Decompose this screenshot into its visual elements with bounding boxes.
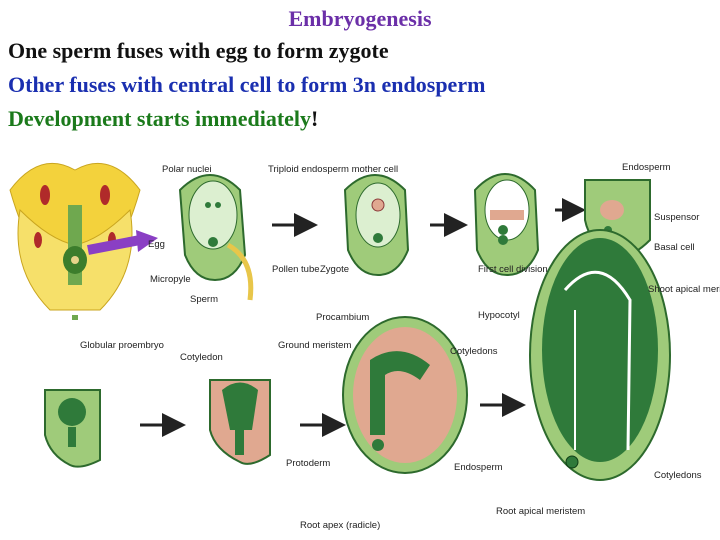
label-root-apical: Root apical meristem [496, 506, 585, 517]
flower-drawing [9, 162, 141, 320]
label-shoot-apical: Shoot apical meristem [648, 284, 720, 295]
line-development-exclamation: ! [311, 106, 319, 131]
label-endosperm-top: Endosperm [622, 162, 671, 173]
seed-mid-stage [342, 316, 468, 474]
label-cotyledons-right: Cotyledons [654, 470, 702, 481]
ovule-stage-2 [343, 174, 410, 277]
label-endosperm-bottom: Endosperm [454, 462, 503, 473]
label-polar-nuclei: Polar nuclei [162, 164, 212, 175]
cotyledon-stage [209, 379, 271, 465]
line-zygote: One sperm fuses with egg to form zygote [8, 38, 389, 63]
embryogenesis-diagram: Polar nuclei Egg Micropyle Sperm Pollen … [9, 162, 720, 531]
label-ground-meristem: Ground meristem [278, 340, 351, 351]
label-procambium: Procambium [316, 312, 369, 323]
label-egg: Egg [148, 239, 165, 250]
label-globular: Globular proembryo [80, 340, 164, 351]
ovule-stage-3 [473, 173, 540, 277]
label-cotyledons-mid: Cotyledons [450, 346, 498, 357]
label-suspensor: Suspensor [654, 212, 699, 223]
label-cotyledon: Cotyledon [180, 352, 223, 363]
label-zygote: Zygote [320, 264, 349, 275]
line-development-text: Development starts immediately [8, 106, 312, 131]
label-basal-cell: Basal cell [654, 242, 695, 253]
ovule-stage-1 [178, 174, 254, 301]
label-first-cell-division: First cell division [478, 264, 548, 275]
flower-to-ovule-arrow [87, 235, 141, 255]
label-triploid: Triploid endosperm mother cell [268, 164, 398, 175]
slide-title: Embryogenesis [288, 6, 432, 31]
label-pollen-tube: Pollen tube [272, 264, 320, 275]
label-hypocotyl: Hypocotyl [478, 310, 520, 321]
line-endosperm: Other fuses with central cell to form 3n… [8, 72, 486, 97]
label-sperm: Sperm [190, 294, 218, 305]
label-micropyle: Micropyle [150, 274, 191, 285]
globular-stage [44, 389, 101, 468]
line-development: Development starts immediately! [8, 106, 318, 132]
label-protoderm: Protoderm [286, 458, 330, 469]
seed-mature-stage [529, 229, 671, 481]
label-root-apex: Root apex (radicle) [300, 520, 380, 531]
